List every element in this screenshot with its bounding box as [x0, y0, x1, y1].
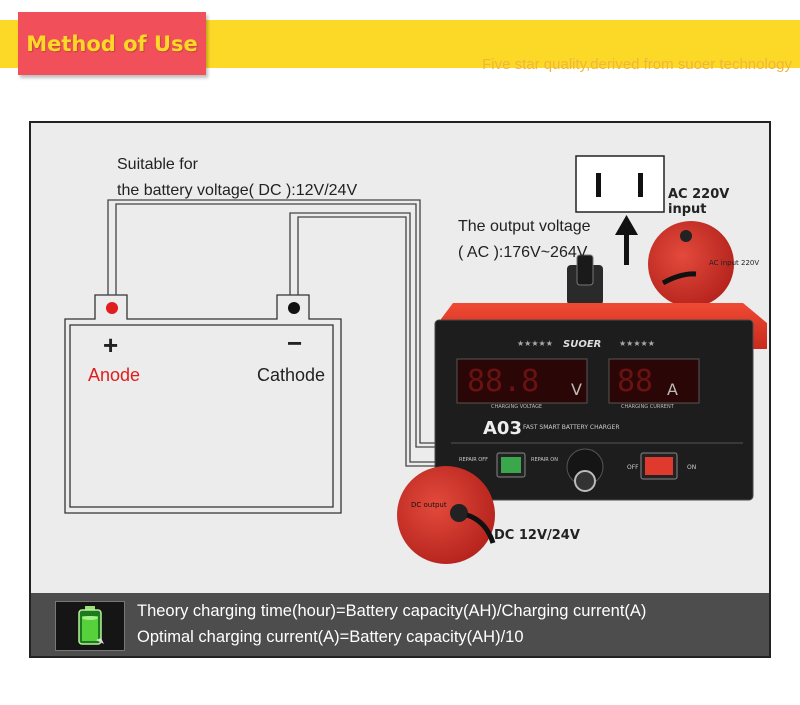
wiring-diagram: AC input 220V ★★★★★ SUOER ★★★★★ 88.8 V 8…: [64, 155, 767, 564]
ac-input-inset: AC input 220V: [648, 221, 759, 307]
svg-text:OFF: OFF: [627, 464, 639, 471]
svg-text:★★★★★: ★★★★★: [619, 339, 655, 348]
page-title: Method of Use: [26, 31, 198, 56]
svg-text:ON: ON: [687, 464, 696, 471]
svg-text:REPAIR OFF: REPAIR OFF: [459, 457, 488, 463]
brand-text: SUOER: [563, 339, 601, 350]
formula-optimal-current: Optimal charging current(A)=Battery capa…: [137, 628, 524, 646]
title-tag: Method of Use: [18, 12, 206, 75]
negative-terminal: [288, 302, 300, 314]
current-display: 88: [617, 364, 653, 399]
svg-text:CHARGING VOLTAGE: CHARGING VOLTAGE: [491, 404, 542, 410]
diagram-panel: AC input 220V ★★★★★ SUOER ★★★★★ 88.8 V 8…: [29, 121, 771, 658]
dc-output-inset: DC output: [397, 466, 496, 564]
svg-text:CHARGING CURRENT: CHARGING CURRENT: [621, 404, 675, 410]
current-unit: A: [667, 380, 678, 399]
output-voltage-note: The output voltage ( AC ):176V~264V: [458, 218, 591, 261]
svg-text:FAST SMART BATTERY CHARGER: FAST SMART BATTERY CHARGER: [523, 424, 620, 431]
formula-footer: Theory charging time(hour)=Battery capac…: [31, 593, 769, 656]
ac-input-label: AC 220V input: [668, 187, 730, 217]
formula-charging-time: Theory charging time(hour)=Battery capac…: [137, 602, 647, 620]
ac-inset-text: AC input 220V: [709, 259, 759, 267]
charger-device: ★★★★★ SUOER ★★★★★ 88.8 V 88 A CHARGING V…: [434, 254, 767, 501]
dc-inset-text: DC output: [411, 501, 447, 509]
dc-output-label: DC 12V/24V: [494, 528, 580, 543]
cathode-label: Cathode: [257, 365, 326, 385]
battery-outline: [64, 294, 342, 514]
voltage-display: 88.8: [467, 364, 539, 399]
battery-voltage-note: Suitable for the battery voltage( DC ):1…: [117, 156, 358, 199]
arrow-up-icon: [615, 215, 638, 265]
positive-terminal: [106, 302, 118, 314]
cable-wires: [107, 199, 459, 467]
model-text: A03: [483, 418, 522, 439]
svg-text:REPAIR ON: REPAIR ON: [531, 457, 558, 463]
wall-socket: [575, 155, 665, 213]
battery-charging-icon: [55, 601, 125, 651]
minus-symbol: −: [287, 328, 303, 358]
slogan: Five star quality,derived from suoer tec…: [482, 56, 792, 73]
anode-label: Anode: [88, 365, 141, 385]
plus-symbol: +: [103, 330, 119, 360]
svg-text:★★★★★: ★★★★★: [517, 339, 553, 348]
voltage-unit: V: [571, 380, 582, 399]
